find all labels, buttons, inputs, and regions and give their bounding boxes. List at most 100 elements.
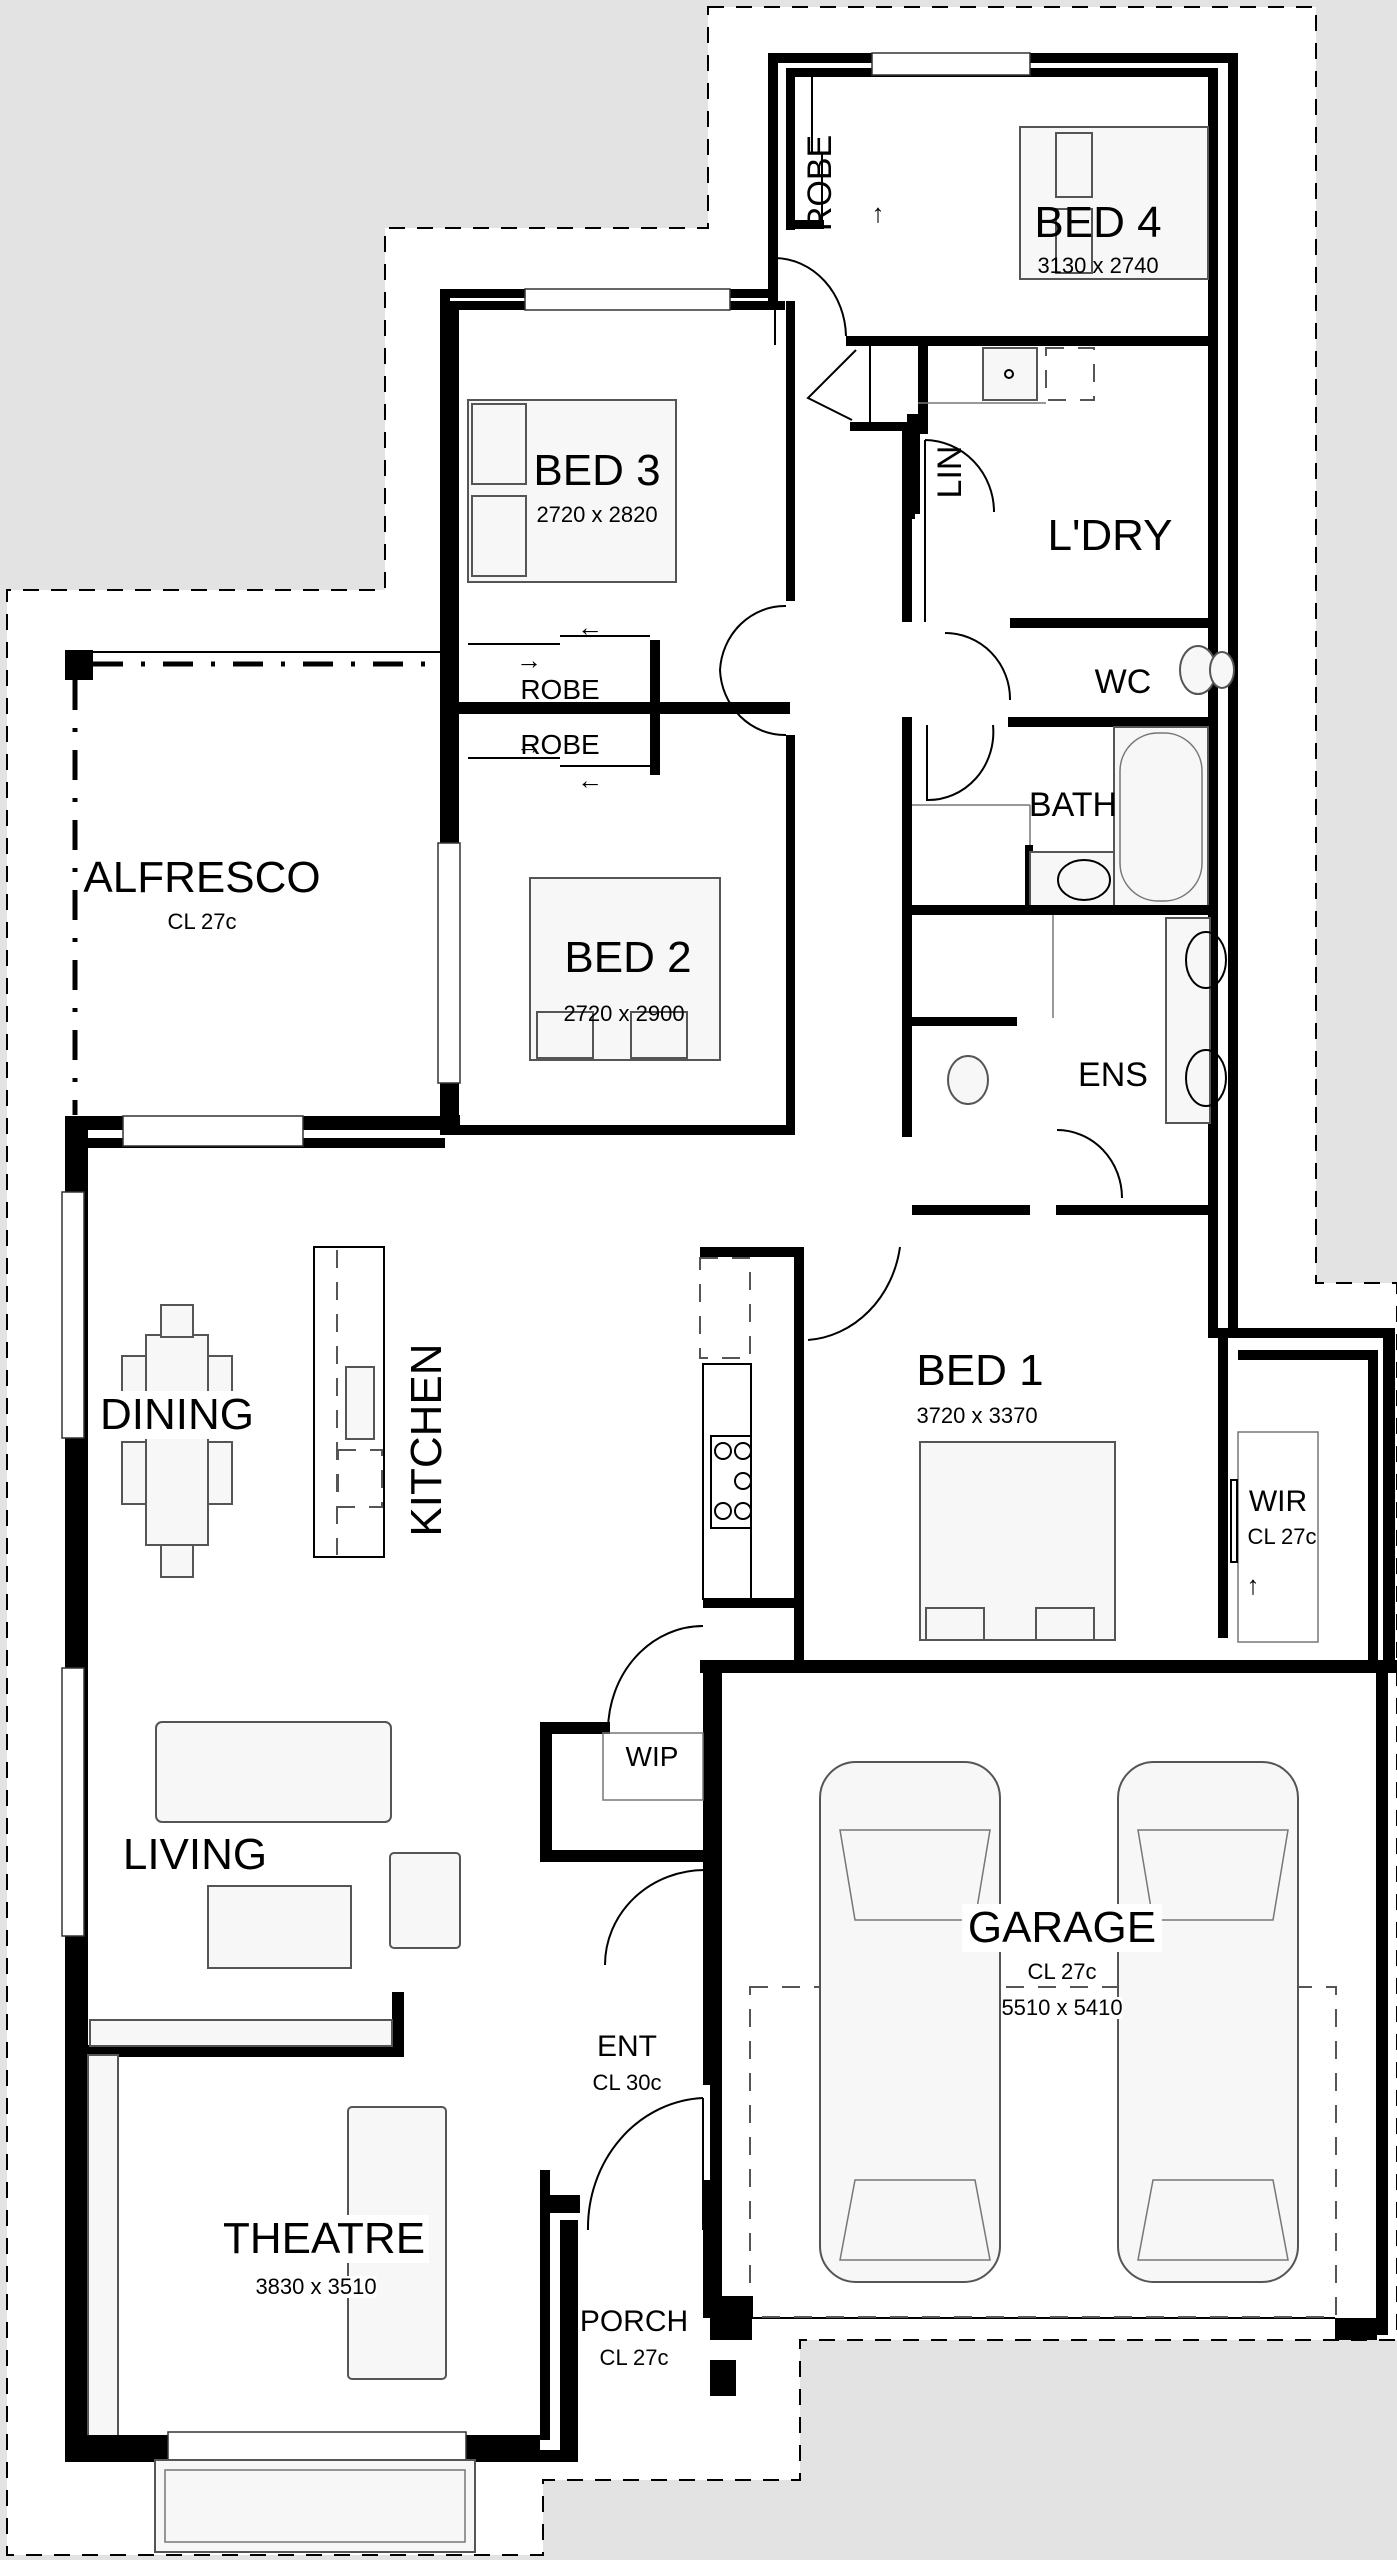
wall [786, 735, 795, 1135]
wall [1368, 1350, 1378, 1660]
step [154, 2459, 476, 2553]
room-label-lin: LIN [931, 445, 969, 499]
washer-space [1045, 347, 1095, 401]
room-label-living: LIVING [122, 1830, 268, 1879]
wall [700, 1247, 800, 1257]
room-ceiling-wir: CL 27c [1247, 1524, 1317, 1549]
wall [1238, 1350, 1378, 1360]
wall [392, 1992, 404, 2057]
wall [786, 301, 795, 601]
wall [703, 1660, 715, 1920]
arrow-right-icon: → [516, 645, 542, 675]
wall [912, 414, 920, 514]
window [167, 2431, 467, 2463]
fridge-space [699, 1257, 751, 1359]
room-label-robe-bed2: ROBE [520, 729, 600, 760]
window [122, 1115, 304, 1147]
wall [450, 702, 790, 714]
wall [912, 1017, 1017, 1026]
ens-toilet [947, 1055, 989, 1105]
room-label-bed2: BED 2 [564, 933, 692, 982]
room-label-bed4: BED 4 [1034, 198, 1162, 247]
garage-door-track [749, 1986, 1337, 2318]
room-size-bed1: 3720 x 3370 [916, 1403, 1038, 1428]
room-label-kitchen: KITCHEN [402, 1343, 451, 1537]
bathtub [1113, 726, 1209, 908]
arrow-right-icon: → [516, 730, 542, 760]
kitchen-island [313, 1246, 385, 1558]
wall [540, 1722, 610, 1734]
wall [912, 1205, 1027, 1215]
room-label-ens: ENS [1078, 1056, 1148, 1094]
wall [703, 2180, 715, 2318]
wall [850, 422, 928, 431]
room-ceiling-alfresco: CL 27c [167, 909, 237, 934]
arrow-up-icon: ↑ [1246, 1570, 1260, 1600]
room-size-bed4: 3130 x 2740 [1037, 253, 1159, 278]
car-left [819, 1761, 1001, 2283]
room-label-wip: WIP [625, 1741, 679, 1772]
wall [1218, 1338, 1228, 1638]
room-label-bath: BATH [1028, 786, 1118, 824]
wall [1383, 1328, 1395, 1670]
room-ceiling-ent: CL 30c [592, 2070, 662, 2095]
arrow-up-icon: ↑ [871, 198, 885, 228]
arrow-left-icon: ← [577, 765, 603, 795]
wir-sliding-door [1230, 1479, 1238, 1563]
room-label-robe-bed4: ROBE [801, 134, 839, 232]
wall [912, 905, 1218, 915]
wall [540, 1850, 710, 1862]
wall [88, 2045, 403, 2057]
room-size-bed2: 2720 x 2900 [563, 1001, 685, 1026]
window [437, 842, 461, 1084]
room-ceiling-garage: CL 27c [1027, 1959, 1097, 1984]
room-label-garage: GARAGE [961, 1904, 1163, 1952]
wall [902, 422, 912, 622]
room-label-alfresco: ALFRESCO [83, 853, 321, 902]
window [61, 1191, 85, 1439]
room-label-wc: WC [1094, 663, 1152, 701]
window [524, 288, 731, 311]
wall [786, 220, 824, 229]
arrow-left-icon: ← [577, 612, 603, 642]
wall [1208, 68, 1218, 1338]
laundry-sink [982, 347, 1038, 401]
wall [768, 53, 778, 301]
wall [1228, 53, 1238, 1338]
wall [1376, 1670, 1388, 2335]
room-label-ent: ENT [597, 2030, 657, 2063]
coffee-table [207, 1885, 352, 1969]
room-label-theatre: THEATRE [218, 2215, 430, 2263]
wall [1218, 1328, 1388, 1338]
wall [902, 717, 912, 1137]
wall [703, 1920, 715, 2085]
bed4-bed [1019, 126, 1209, 280]
room-label-bed3: BED 3 [533, 446, 661, 495]
window [871, 52, 1031, 76]
sofa [155, 1721, 392, 1823]
island-sink [345, 1366, 375, 1440]
wall [450, 301, 459, 1129]
room-size-bed3: 2720 x 2820 [536, 502, 658, 527]
wall [1010, 618, 1218, 628]
wall [786, 68, 795, 230]
window [61, 1667, 85, 1937]
room-size-theatre: 3830 x 3510 [255, 2274, 377, 2299]
wall [560, 2220, 578, 2460]
porch-post [710, 2360, 736, 2396]
wall [846, 336, 1218, 346]
dining-table [145, 1334, 209, 1546]
wall [440, 289, 450, 1129]
armchair [389, 1852, 461, 1949]
car-right [1117, 1761, 1299, 2283]
wall [540, 1722, 552, 1862]
wall [703, 2296, 753, 2318]
room-ceiling-porch: CL 27c [599, 2345, 669, 2370]
wall [540, 2195, 580, 2213]
wall [650, 640, 660, 775]
room-label-porch: PORCH [579, 2305, 689, 2338]
wall [1335, 2318, 1377, 2340]
wall [1008, 717, 1218, 727]
theatre-shelf [87, 2054, 119, 2441]
